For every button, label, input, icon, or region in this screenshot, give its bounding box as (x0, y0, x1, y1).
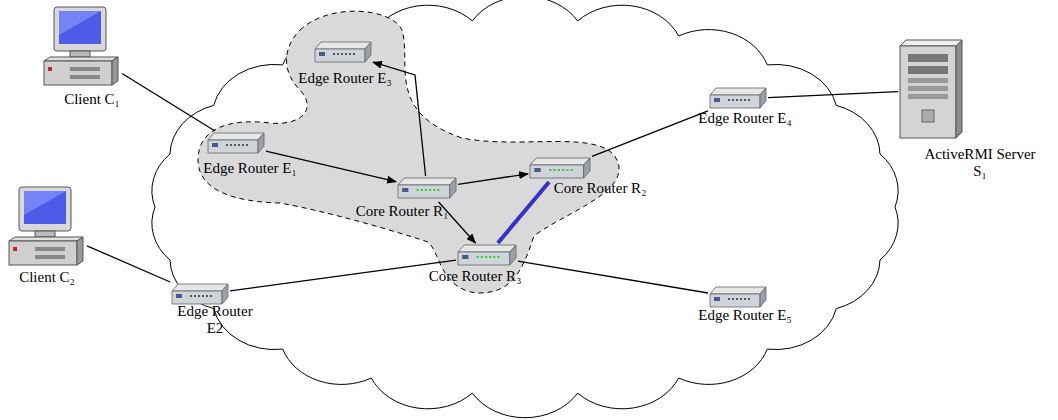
node-label: Core Router R₂ (553, 180, 648, 197)
client-icon (40, 5, 120, 90)
router-node: Edge Router E₄ (710, 88, 766, 110)
router-node: Core Router R₁ (398, 178, 456, 200)
router-node: Edge Router E2 (172, 284, 228, 306)
node-label: Edge Router E₅ (698, 307, 793, 324)
router-icon (172, 284, 228, 306)
router-icon (710, 287, 766, 309)
node-label: Core Router R₃ (428, 268, 523, 285)
router-node: Core Router R₂ (530, 158, 590, 180)
client-computer: Client C₂ (5, 185, 85, 270)
server-icon (900, 40, 965, 140)
node-label: Client C₁ (37, 91, 147, 108)
core-icon (458, 245, 516, 267)
router-node: Edge Router E₁ (208, 133, 264, 155)
router-icon (208, 133, 264, 155)
core-icon (398, 178, 456, 200)
router-node: Edge Router E₅ (710, 287, 766, 309)
link-line (518, 261, 708, 293)
router-node: Core Router R₃ (458, 245, 516, 267)
node-label: Edge Router E2 (168, 303, 263, 338)
node-label: Client C₂ (0, 269, 102, 286)
router-node: Edge Router E₃ (315, 42, 371, 64)
link-line (768, 92, 898, 98)
client-computer: Client C₁ (40, 5, 120, 90)
node-label: Edge Router E₁ (203, 160, 298, 177)
multicast-region (198, 11, 619, 293)
client-icon (5, 185, 85, 270)
core-icon (530, 158, 590, 180)
server-node: ActiveRMI Server S₁ (900, 40, 965, 140)
router-icon (315, 42, 371, 64)
network-cloud (152, 0, 898, 418)
router-icon (710, 88, 766, 110)
link-line (230, 260, 456, 291)
node-label: Edge Router E₄ (698, 110, 793, 127)
link-line (498, 182, 549, 243)
node-label: Edge Router E₃ (298, 70, 393, 87)
link-line (87, 246, 170, 282)
multicast-arrow (458, 174, 528, 185)
link-line (122, 74, 215, 132)
node-label: Core Router R₁ (355, 203, 450, 220)
node-label: ActiveRMI Server S₁ (923, 146, 1038, 181)
link-line (592, 111, 708, 157)
